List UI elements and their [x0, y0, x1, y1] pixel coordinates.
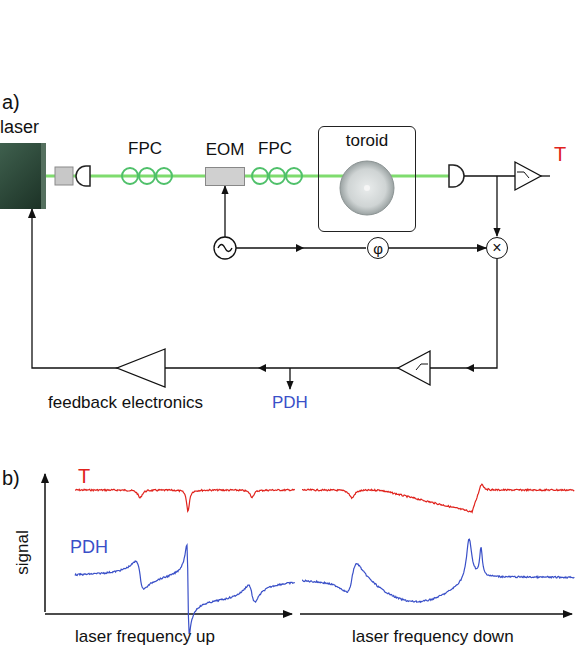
text-label: FPC — [128, 140, 162, 157]
toroid-center — [364, 185, 370, 191]
text-label: PDH — [70, 538, 108, 556]
text-label: T — [554, 144, 566, 164]
circle-node: × — [486, 237, 508, 259]
node-label: laser — [0, 118, 39, 136]
text-label: FPC — [258, 140, 292, 157]
loop-lowpass-filter — [398, 351, 430, 385]
pdh-trace — [75, 545, 295, 633]
signal-connector — [389, 247, 486, 248]
transmission-trace — [302, 484, 574, 512]
signal-connector — [32, 209, 497, 368]
node-label: φ — [373, 241, 383, 256]
axis-label: signal — [14, 530, 31, 574]
axes — [45, 474, 572, 614]
lowpass-filter — [515, 162, 541, 190]
node-label: × — [492, 240, 501, 256]
feedback-amplifier — [117, 349, 165, 387]
isolator — [55, 167, 73, 185]
text-label: laser frequency up — [75, 628, 215, 645]
laser-box: laser — [0, 143, 46, 209]
text-label: feedback electronics — [48, 394, 203, 411]
toroid-disc — [340, 161, 394, 215]
fiber-coupler — [76, 166, 90, 186]
node-label: EOM — [206, 141, 245, 158]
flow-arrows — [258, 244, 474, 372]
text-label: b) — [2, 468, 20, 488]
text-label: a) — [2, 92, 20, 112]
transmission-trace — [75, 489, 295, 511]
toroid-frame: toroid — [318, 126, 416, 232]
oscillator — [214, 237, 236, 259]
node-label: toroid — [346, 132, 389, 149]
photodetector — [449, 165, 464, 187]
circle-node: φ — [367, 237, 389, 259]
text-label: laser frequency down — [352, 628, 514, 645]
signal-wires — [225, 176, 550, 389]
text-label: PDH — [272, 394, 308, 411]
eom-box: EOM — [205, 167, 245, 186]
pdh-trace — [302, 539, 574, 602]
text-label: T — [78, 466, 90, 486]
optical-path — [245, 175, 318, 178]
